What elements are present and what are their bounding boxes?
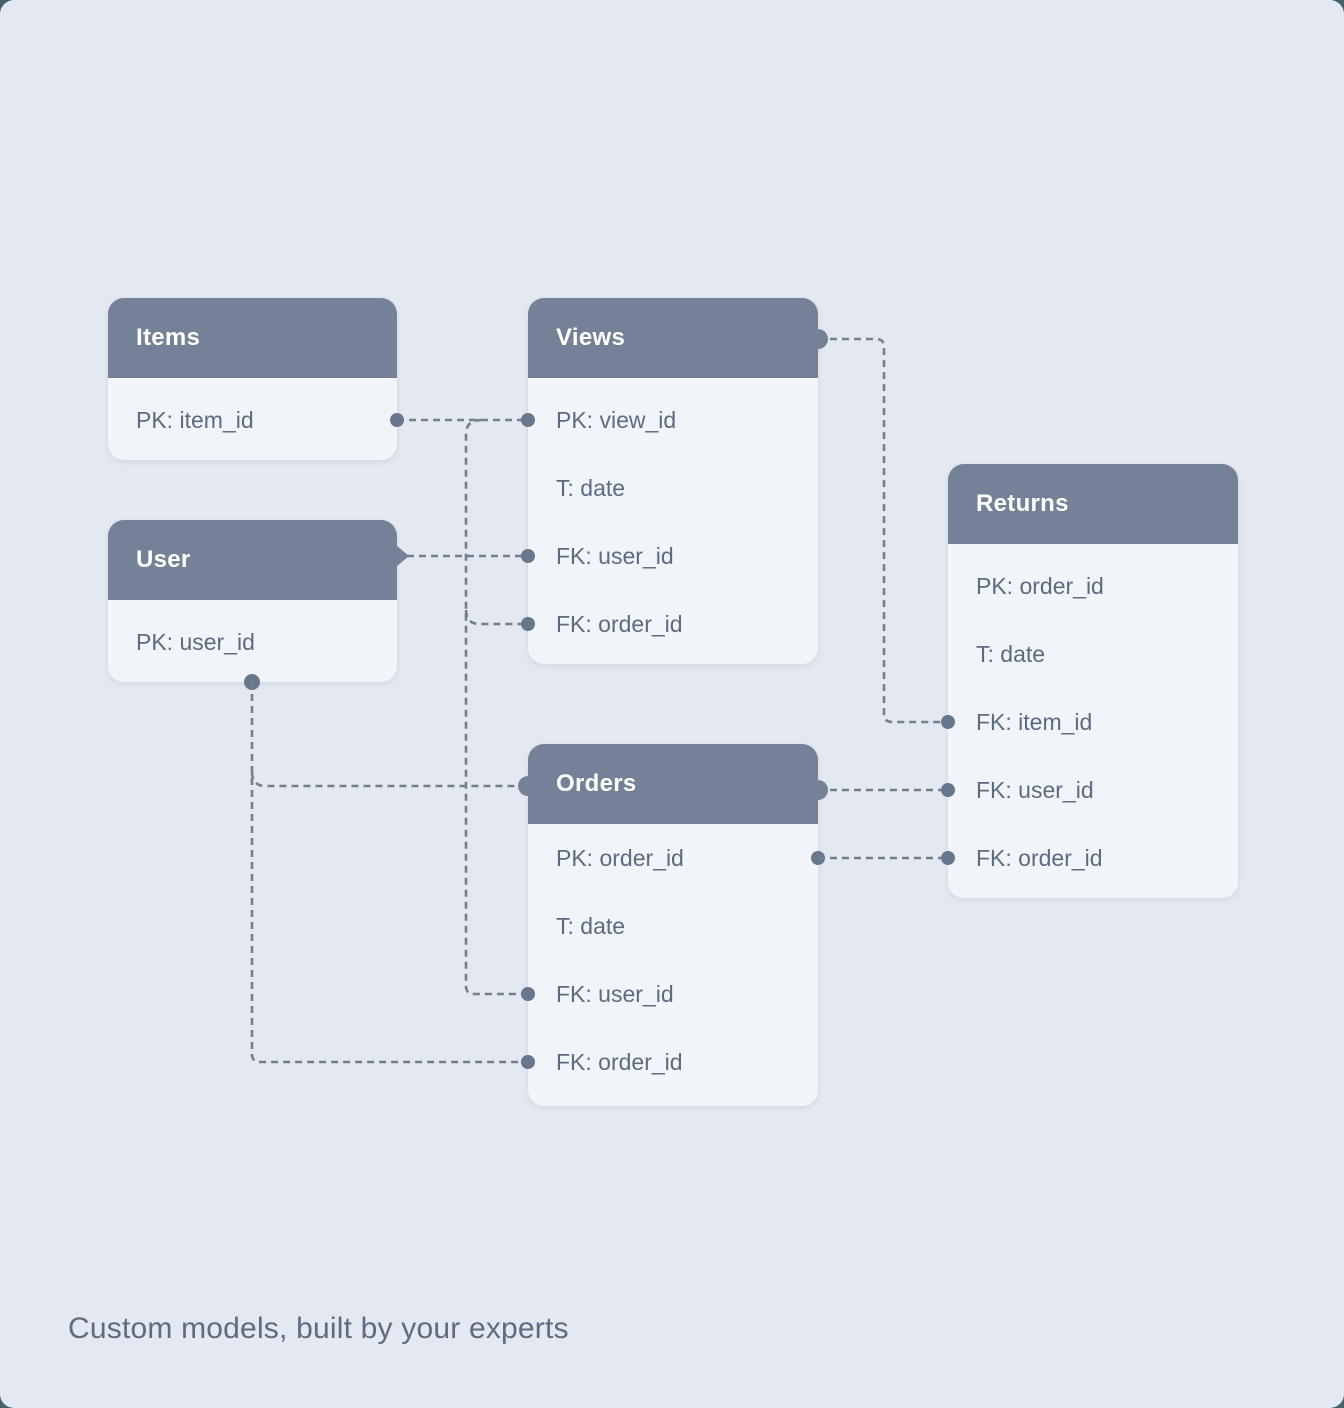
field-row: FK: order_id xyxy=(556,610,683,637)
table-items: Items PK: item_id xyxy=(108,298,397,460)
table-returns-header: Returns xyxy=(948,464,1238,544)
table-returns: Returns PK: order_id T: date FK: item_id… xyxy=(948,464,1238,898)
field-row: PK: view_id xyxy=(556,406,677,433)
table-title: Orders xyxy=(556,770,637,797)
table-user: User PK: user_id xyxy=(108,520,397,682)
table-orders-body: PK: order_id T: date FK: user_id FK: ord… xyxy=(528,824,818,1106)
field-row: FK: order_id xyxy=(976,844,1103,871)
field-row: PK: user_id xyxy=(136,628,255,655)
table-user-header: User xyxy=(108,520,397,600)
table-orders: Orders PK: order_id T: date FK: user_id … xyxy=(528,744,818,1106)
field-row: FK: user_id xyxy=(976,776,1094,803)
connector-user-orders xyxy=(244,674,538,1069)
field-row: FK: order_id xyxy=(556,1048,683,1075)
table-title: Returns xyxy=(976,490,1069,517)
table-returns-body: PK: order_id T: date FK: item_id FK: use… xyxy=(948,544,1238,898)
table-items-header: Items xyxy=(108,298,397,378)
table-orders-header: Orders xyxy=(528,744,818,824)
field-row: PK: order_id xyxy=(976,572,1104,599)
table-items-body: PK: item_id xyxy=(108,378,397,460)
table-views-header: Views xyxy=(528,298,818,378)
connector-orders-returns-userid xyxy=(808,780,955,800)
field-row: FK: user_id xyxy=(556,542,674,569)
table-views: Views PK: view_id T: date FK: user_id FK… xyxy=(528,298,818,664)
table-user-body: PK: user_id xyxy=(108,600,397,682)
table-title: User xyxy=(136,546,191,573)
table-title: Items xyxy=(136,324,201,351)
connector-branch-views-orderid-orders-userid xyxy=(464,418,535,1001)
table-views-body: PK: view_id T: date FK: user_id FK: orde… xyxy=(528,378,818,664)
field-row: FK: user_id xyxy=(556,980,674,1007)
connector-user-views-userid xyxy=(397,546,535,566)
connector-orders-returns-orderid xyxy=(811,851,955,865)
field-row: T: date xyxy=(556,912,626,939)
field-row: FK: item_id xyxy=(976,708,1093,735)
connector-items-views xyxy=(390,413,535,427)
connector-views-returns-itemid xyxy=(808,329,955,729)
field-row: PK: item_id xyxy=(136,406,254,433)
field-row: PK: order_id xyxy=(556,844,684,871)
field-row: T: date xyxy=(556,474,626,501)
caption: Custom models, built by your experts xyxy=(68,1312,569,1345)
table-title: Views xyxy=(556,324,626,351)
field-row: T: date xyxy=(976,640,1046,667)
